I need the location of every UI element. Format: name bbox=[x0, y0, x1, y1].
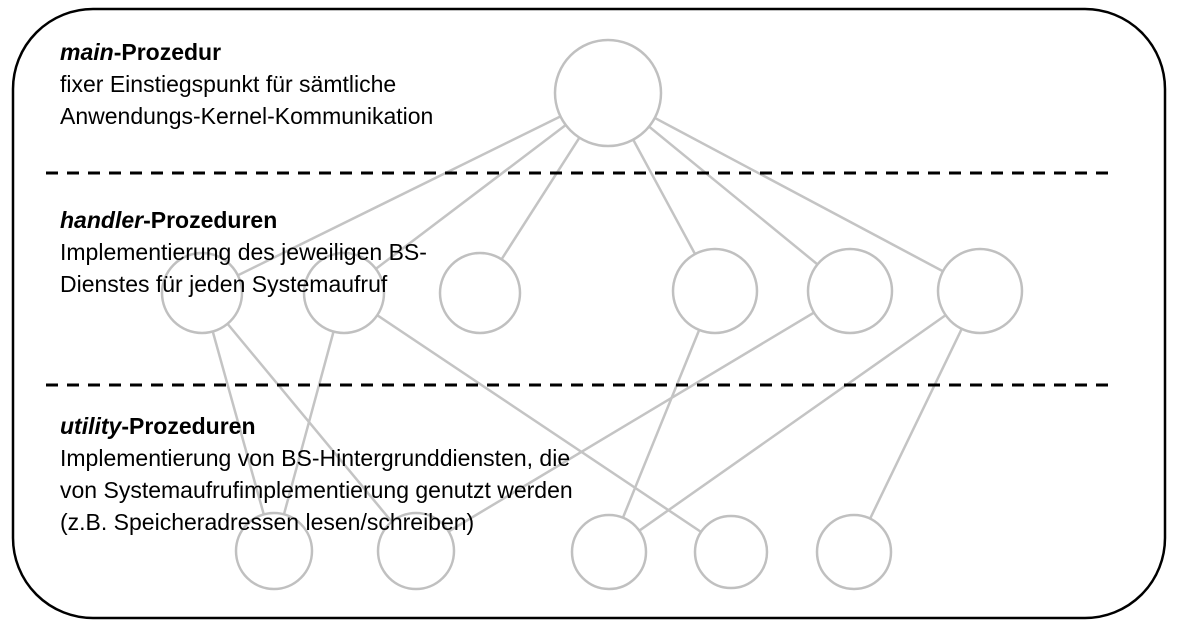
main-layer-desc-line: Anwendungs-Kernel-Kommunikation bbox=[60, 103, 434, 129]
utility-layer-desc-line: (z.B. Speicheradressen lesen/schreiben) bbox=[60, 509, 475, 535]
handler-layer-title: handler-Prozeduren bbox=[60, 204, 427, 236]
node-handler-6 bbox=[936, 247, 1024, 335]
edge-handler-5-utility-2 bbox=[415, 289, 851, 553]
main-layer-title-rest: -Prozedur bbox=[113, 39, 222, 65]
outer-border bbox=[11, 7, 1167, 620]
node-utility-2 bbox=[376, 511, 456, 591]
edge-handler-2-utility-4 bbox=[343, 291, 732, 554]
main-layer-desc-line: fixer Einstiegspunkt für sämtliche bbox=[60, 71, 397, 97]
main-layer-title: main-Prozedur bbox=[60, 36, 433, 68]
edge-main-handler-6 bbox=[607, 91, 981, 293]
main-layer-label: main-Prozedur fixer Einstiegspunkt für s… bbox=[60, 36, 433, 132]
node-main bbox=[553, 38, 663, 148]
edge-handler-6-utility-3 bbox=[608, 289, 981, 554]
utility-layer-title-italic: utility bbox=[60, 413, 122, 439]
node-utility-4 bbox=[693, 514, 769, 590]
edge-handler-6-utility-5 bbox=[852, 290, 982, 553]
node-handler-3 bbox=[438, 251, 522, 335]
node-utility-1 bbox=[234, 511, 314, 591]
edge-handler-2-utility-1 bbox=[272, 292, 346, 552]
handler-layer-desc-line: Dienstes für jeden Systemaufruf bbox=[60, 271, 388, 297]
utility-layer-title-rest: -Prozeduren bbox=[121, 413, 256, 439]
handler-layer-title-italic: handler bbox=[60, 207, 144, 233]
edge-handler-4-utility-3 bbox=[607, 290, 717, 553]
utility-layer-desc-line: von Systemaufrufimplementierung genutzt … bbox=[60, 477, 573, 503]
node-utility-3 bbox=[570, 513, 648, 591]
utility-layer-title: utility-Prozeduren bbox=[60, 410, 573, 442]
handler-layer-desc-line: Implementierung des jeweiligen BS- bbox=[60, 239, 427, 265]
node-handler-2 bbox=[302, 251, 386, 335]
handler-layer-label: handler-Prozeduren Implementierung des j… bbox=[60, 204, 427, 300]
node-utility-5 bbox=[815, 513, 893, 591]
edge-handler-1-utility-1 bbox=[200, 292, 276, 552]
utility-layer-desc-line: Implementierung von BS-Hintergrunddienst… bbox=[60, 445, 571, 471]
node-handler-1 bbox=[160, 251, 244, 335]
main-layer-title-italic: main bbox=[60, 39, 114, 65]
utility-layer-label: utility-Prozeduren Implementierung von B… bbox=[60, 410, 573, 538]
node-handler-4 bbox=[671, 247, 759, 335]
edge-main-handler-2 bbox=[343, 92, 609, 294]
node-handler-5 bbox=[806, 247, 894, 335]
handler-layer-title-rest: -Prozeduren bbox=[143, 207, 278, 233]
edge-main-handler-1 bbox=[201, 91, 609, 295]
